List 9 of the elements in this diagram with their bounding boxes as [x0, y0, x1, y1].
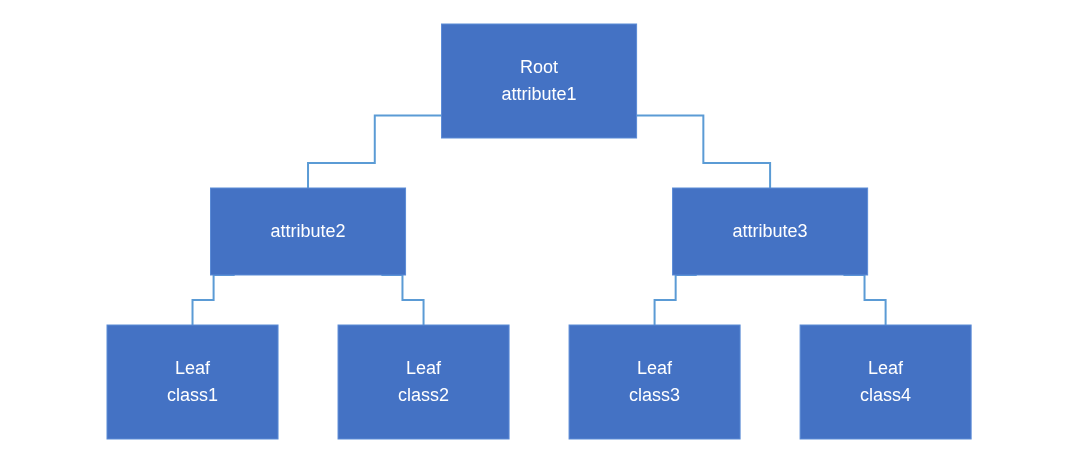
connector: [636, 114, 772, 189]
node-box: Root attribute1: [441, 23, 638, 138]
connector: [307, 114, 443, 189]
node-box: attribute2: [210, 187, 407, 275]
node-box: Leaf class4: [800, 324, 973, 439]
node-box: Leaf class1: [106, 324, 279, 439]
node-box: Leaf class2: [337, 324, 510, 439]
node-box: Leaf class3: [569, 324, 742, 439]
node-box: attribute3: [672, 187, 869, 275]
